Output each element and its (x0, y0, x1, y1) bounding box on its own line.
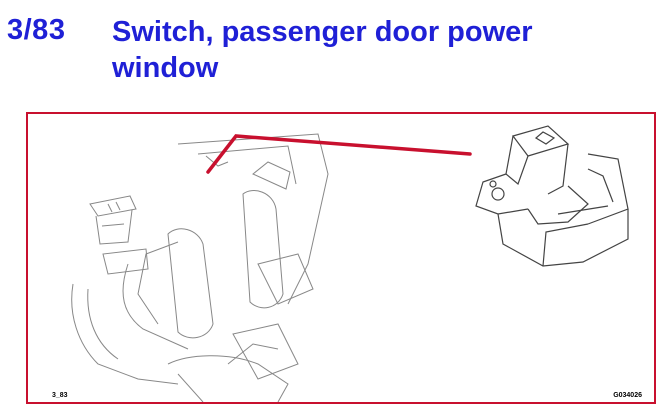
switch-drawing (475, 125, 629, 267)
car-interior-drawing (71, 133, 329, 402)
callout-line (206, 134, 472, 174)
figure-code: G034026 (613, 392, 642, 399)
illustration-frame: 3_83 G034026 (26, 112, 656, 404)
section-heading: 3/83 Switch, passenger door power window (0, 0, 668, 100)
illustration (71, 125, 629, 402)
section-number: 3/83 (7, 14, 66, 46)
section-title: Switch, passenger door power window (112, 16, 533, 84)
figure-label: 3_83 (52, 392, 68, 399)
